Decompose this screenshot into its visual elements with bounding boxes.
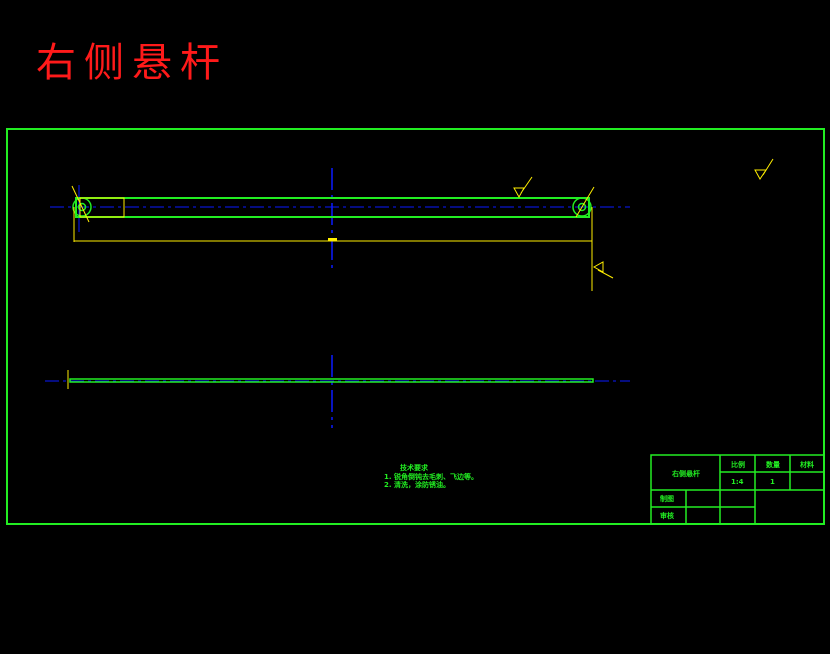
roughness-symbol-icon — [754, 158, 774, 180]
tech-requirement-item: 1. 锐角倒钝去毛刺、飞边等。 — [384, 472, 478, 481]
quantity-value: 1 — [770, 478, 775, 486]
left-eye-hole — [77, 202, 87, 212]
scale-value: 1:4 — [731, 478, 744, 486]
drawing-title: 右侧悬杆 — [36, 40, 228, 86]
side-view — [45, 355, 630, 428]
title-block — [650, 454, 825, 525]
material-label: 材料 — [799, 460, 814, 469]
roughness-symbol-icon — [592, 261, 614, 279]
leader-left — [71, 185, 90, 223]
checked-label: 审核 — [660, 511, 674, 520]
length-dimension-text — [328, 238, 337, 241]
leader-right — [575, 186, 595, 218]
drawn-label: 制图 — [660, 494, 674, 503]
quantity-label: 数量 — [766, 460, 780, 469]
right-eye-hole — [577, 202, 587, 212]
top-view — [50, 158, 774, 291]
end-dimension — [79, 197, 125, 218]
part-name: 右侧悬杆 — [671, 469, 700, 478]
rod-side — [69, 378, 594, 383]
roughness-symbol-icon — [513, 176, 533, 199]
scale-label: 比例 — [731, 460, 745, 469]
rod-body — [75, 197, 590, 218]
drawing-frame — [6, 128, 825, 525]
tech-requirement-item: 2. 清洗，涂防锈油。 — [384, 480, 450, 489]
right-eye-outer — [572, 197, 592, 217]
tech-requirements-heading: 技术要求 — [400, 463, 429, 472]
